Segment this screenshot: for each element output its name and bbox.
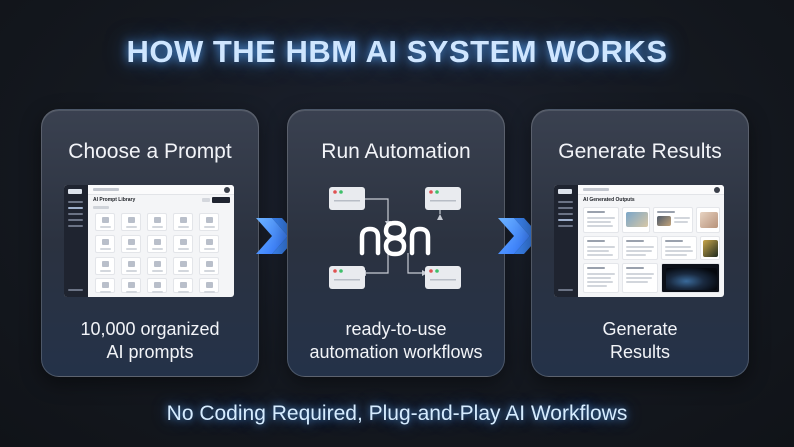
output-panel (622, 236, 658, 260)
workflow-node-icon (329, 187, 365, 210)
step-card-run-automation: Run Automation (287, 109, 505, 377)
output-panel (622, 207, 650, 233)
prompt-library-screenshot: AI Prompt Library (64, 185, 234, 297)
prompt-tile (199, 278, 219, 293)
output-panel (661, 263, 720, 293)
prompt-tile (147, 257, 167, 275)
app-logo (558, 189, 572, 194)
prompt-tile (147, 235, 167, 253)
app-sidebar (64, 185, 88, 297)
output-panel (622, 263, 658, 293)
prompt-tile (173, 213, 193, 231)
generated-outputs-screenshot: AI Generated Outputs (554, 185, 724, 297)
prompt-tile (95, 213, 115, 231)
avatar (224, 187, 230, 193)
workflow-node-icon (425, 187, 461, 210)
prompt-tile (199, 257, 219, 275)
prompt-tile (199, 235, 219, 253)
app-sidebar (554, 185, 578, 297)
prompt-tile (121, 235, 141, 253)
workflow-node-icon (425, 266, 461, 289)
step-card-choose-prompt: Choose a Prompt AI Prompt Library (41, 109, 259, 377)
screenshot-page-title: AI Prompt Library (93, 197, 136, 203)
prompt-tile (95, 278, 115, 293)
step-card-generate-results: Generate Results AI Generated Outputs (531, 109, 749, 377)
n8n-logo-icon (359, 220, 431, 257)
footer-tagline: No Coding Required, Plug-and-Play AI Wor… (166, 402, 628, 425)
automation-workflow-diagram (329, 187, 461, 289)
step-caption: Generate Results (602, 319, 678, 362)
prompt-tile (95, 257, 115, 275)
step-caption: ready-to-use automation workflows (309, 319, 483, 362)
workflow-node-icon (329, 266, 365, 289)
step-title: Run Automation (321, 140, 471, 163)
prompt-tile (173, 278, 193, 293)
screenshot-page-title: AI Generated Outputs (583, 197, 635, 203)
app-logo (68, 189, 82, 194)
output-panel (583, 207, 619, 233)
page-title: HOW THE HBM AI SYSTEM WORKS (126, 34, 668, 69)
prompt-tile (173, 257, 193, 275)
output-panel (583, 263, 619, 293)
prompt-tile (121, 278, 141, 293)
prompt-tile (147, 213, 167, 231)
output-panel (700, 236, 720, 260)
prompt-tile (95, 235, 115, 253)
output-panel (583, 236, 619, 260)
prompt-tile (173, 235, 193, 253)
prompt-tile (199, 213, 219, 231)
output-panel (661, 236, 697, 260)
output-panel (696, 207, 720, 233)
prompt-tile (147, 278, 167, 293)
prompt-tile (121, 213, 141, 231)
output-panel (653, 207, 693, 233)
prompt-tile (121, 257, 141, 275)
step-title: Choose a Prompt (68, 140, 232, 163)
avatar (714, 187, 720, 193)
step-caption: 10,000 organized AI prompts (80, 319, 220, 362)
step-title: Generate Results (558, 140, 722, 163)
